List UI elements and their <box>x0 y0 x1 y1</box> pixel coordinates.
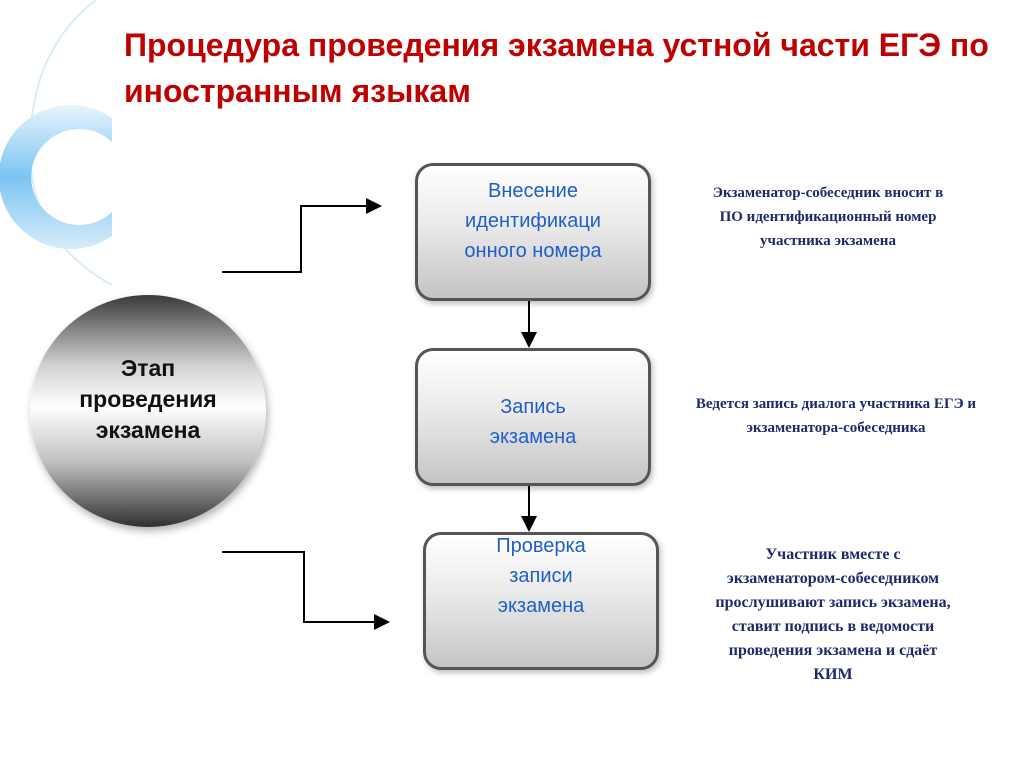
note-line: экзаменатором-собеседником <box>726 570 940 587</box>
note-line: Ведется запись диалога участника ЕГЭ и <box>695 396 977 412</box>
step-label-line: записи <box>509 565 573 587</box>
step-note-recording-check: Участник вместе с экзаменатором-собеседн… <box>674 543 992 687</box>
step-label-line: онного номера <box>464 240 602 262</box>
step-label-line: Внесение <box>488 180 578 202</box>
connector-stage-to-step-3 <box>222 551 390 630</box>
step-label-line: Запись <box>500 396 566 418</box>
step-box-recording: Запись экзамена <box>415 348 651 486</box>
stage-label-line: Этап <box>120 355 176 381</box>
stage-label: Этап проведения экзамена <box>30 353 266 446</box>
note-line: участника экзамена <box>760 233 896 249</box>
note-line: ПО идентификационный номер <box>719 209 937 225</box>
note-line: ставит подпись в ведомости <box>731 618 935 635</box>
connector-stage-to-step-1 <box>222 198 382 273</box>
step-label: Проверка записи экзамена <box>426 531 656 621</box>
step-note-id-entry: Экзаменатор-собеседник вносит в ПО идент… <box>662 181 994 253</box>
step-label-line: экзамена <box>497 595 585 617</box>
decorative-swirl <box>0 0 113 286</box>
note-line: Экзаменатор-собеседник вносит в <box>712 185 944 201</box>
stage-label-line: экзамена <box>95 417 201 443</box>
note-line: проведения экзамена и сдаёт <box>728 642 938 659</box>
stage-circle: Этап проведения экзамена <box>30 295 266 527</box>
step-label-line: идентификаци <box>465 210 601 232</box>
step-label-line: Проверка <box>496 535 586 557</box>
note-line: экзаменатора-собеседника <box>746 420 926 436</box>
note-line: КИМ <box>813 666 853 683</box>
page-title: Процедура проведения экзамена устной час… <box>124 27 989 109</box>
step-box-recording-check: Проверка записи экзамена <box>423 532 659 670</box>
step-note-recording: Ведется запись диалога участника ЕГЭ и э… <box>648 392 1024 440</box>
step-label-line: экзамена <box>489 426 577 448</box>
note-line: Участник вместе с <box>765 546 901 563</box>
step-label: Запись экзамена <box>418 392 648 452</box>
step-label: Внесение идентификаци онного номера <box>418 176 648 266</box>
stage-label-line: проведения <box>79 386 217 412</box>
step-box-id-entry: Внесение идентификаци онного номера <box>415 163 651 301</box>
note-line: прослушивают запись экзамена, <box>715 594 951 611</box>
